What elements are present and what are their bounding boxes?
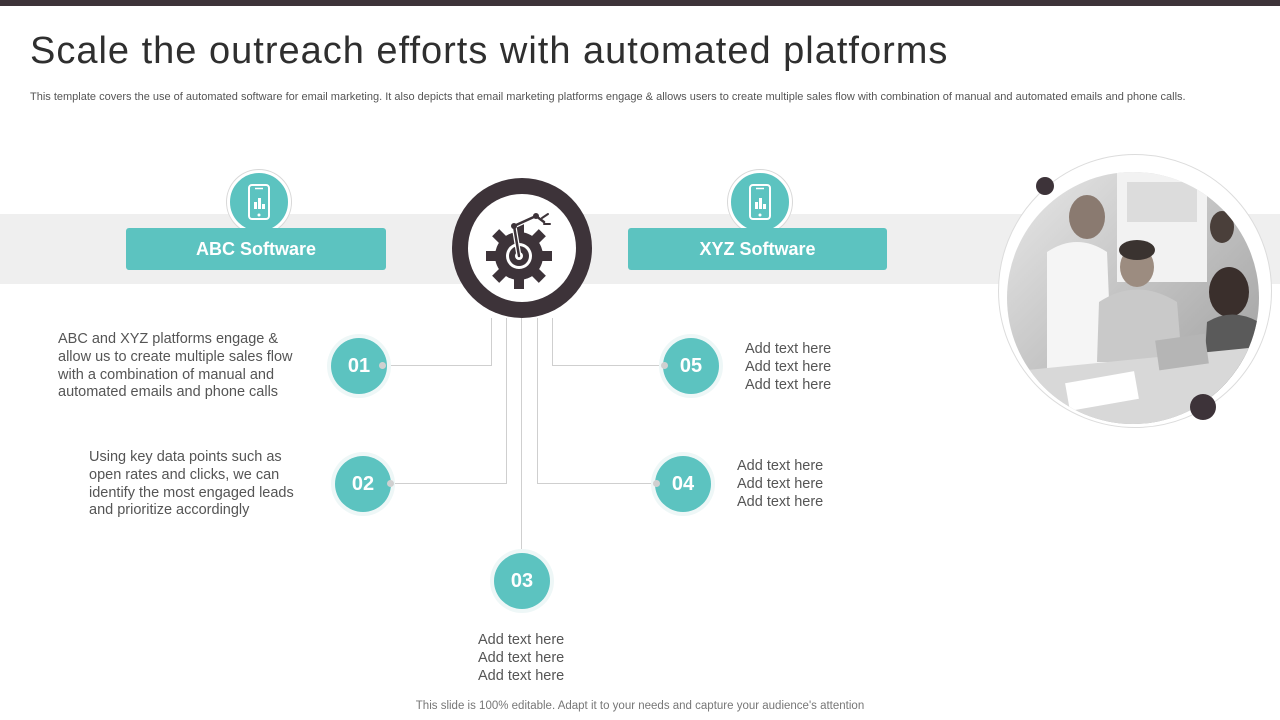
step-04-dot <box>653 480 660 487</box>
phone-icon-right <box>728 170 792 234</box>
page-title: Scale the outreach efforts with automate… <box>30 30 949 72</box>
connector-01-horizontal <box>384 365 492 366</box>
smartphone-icon <box>248 184 270 220</box>
step-05-line-1: Add text here <box>745 341 832 357</box>
step-04-line-3: Add text here <box>737 493 824 510</box>
step-01-dot <box>379 362 386 369</box>
step-05-line-3: Add text here <box>745 376 832 393</box>
step-01-text: ABC and XYZ platforms engage & allow us … <box>58 331 318 402</box>
connector-04-vertical <box>537 318 538 484</box>
step-02-dot <box>387 480 394 487</box>
step-05-line-2: Add text here <box>745 358 832 375</box>
page-subtitle: This template covers the use of automate… <box>30 91 1186 103</box>
connector-05-horizontal <box>552 365 665 366</box>
connector-05-vertical <box>552 318 553 366</box>
step-04-text: Add text here Add text here Add text her… <box>737 458 857 511</box>
smartphone-icon <box>749 184 771 220</box>
step-04-badge: 04 <box>655 456 711 512</box>
phone-icon-left <box>227 170 291 234</box>
step-03-text: Add text here Add text here Add text her… <box>478 632 598 685</box>
photo-accent-dot-bottom <box>1190 394 1216 420</box>
step-04-line-1: Add text here <box>737 458 824 474</box>
step-05-dot <box>661 362 668 369</box>
step-02-line-4: and prioritize accordingly <box>89 502 250 519</box>
step-03-line-3: Add text here <box>478 667 565 684</box>
top-accent-bar <box>0 0 1280 6</box>
abc-software-label: ABC Software <box>126 228 386 270</box>
robotic-arm-gear-icon <box>486 213 552 289</box>
step-05-badge: 05 <box>663 338 719 394</box>
xyz-software-label: XYZ Software <box>628 228 887 270</box>
team-meeting-illustration <box>1007 172 1259 424</box>
connector-02-vertical <box>506 318 507 484</box>
photo-accent-dot-top <box>1036 177 1054 195</box>
center-hub-inner <box>468 194 576 302</box>
step-02-text: Using key data points such as open rates… <box>89 449 319 520</box>
connector-03-vertical <box>521 318 522 554</box>
step-03-line-2: Add text here <box>478 649 565 666</box>
step-04-line-2: Add text here <box>737 475 824 492</box>
step-02-line-3: identify the most engaged leads <box>89 484 294 501</box>
step-05-text: Add text here Add text here Add text her… <box>745 341 865 394</box>
step-03-line-1: Add text here <box>478 632 565 648</box>
step-01-line-4: automated emails and phone calls <box>58 384 279 401</box>
step-02-line-1: Using key data points such as <box>89 449 282 465</box>
step-01-line-3: with a combination of manual and <box>58 366 275 383</box>
step-02-line-2: open rates and clicks, we can <box>89 466 280 483</box>
step-01-badge: 01 <box>331 338 387 394</box>
team-meeting-photo <box>1007 172 1259 424</box>
step-02-badge: 02 <box>335 456 391 512</box>
step-03-badge: 03 <box>494 553 550 609</box>
connector-02-horizontal <box>392 483 507 484</box>
connector-04-horizontal <box>537 483 657 484</box>
connector-01-vertical <box>491 318 492 366</box>
step-01-line-1: ABC and XYZ platforms engage & <box>58 331 279 347</box>
step-01-line-2: allow us to create multiple sales flow <box>58 348 293 365</box>
footer-note: This slide is 100% editable. Adapt it to… <box>415 700 865 712</box>
